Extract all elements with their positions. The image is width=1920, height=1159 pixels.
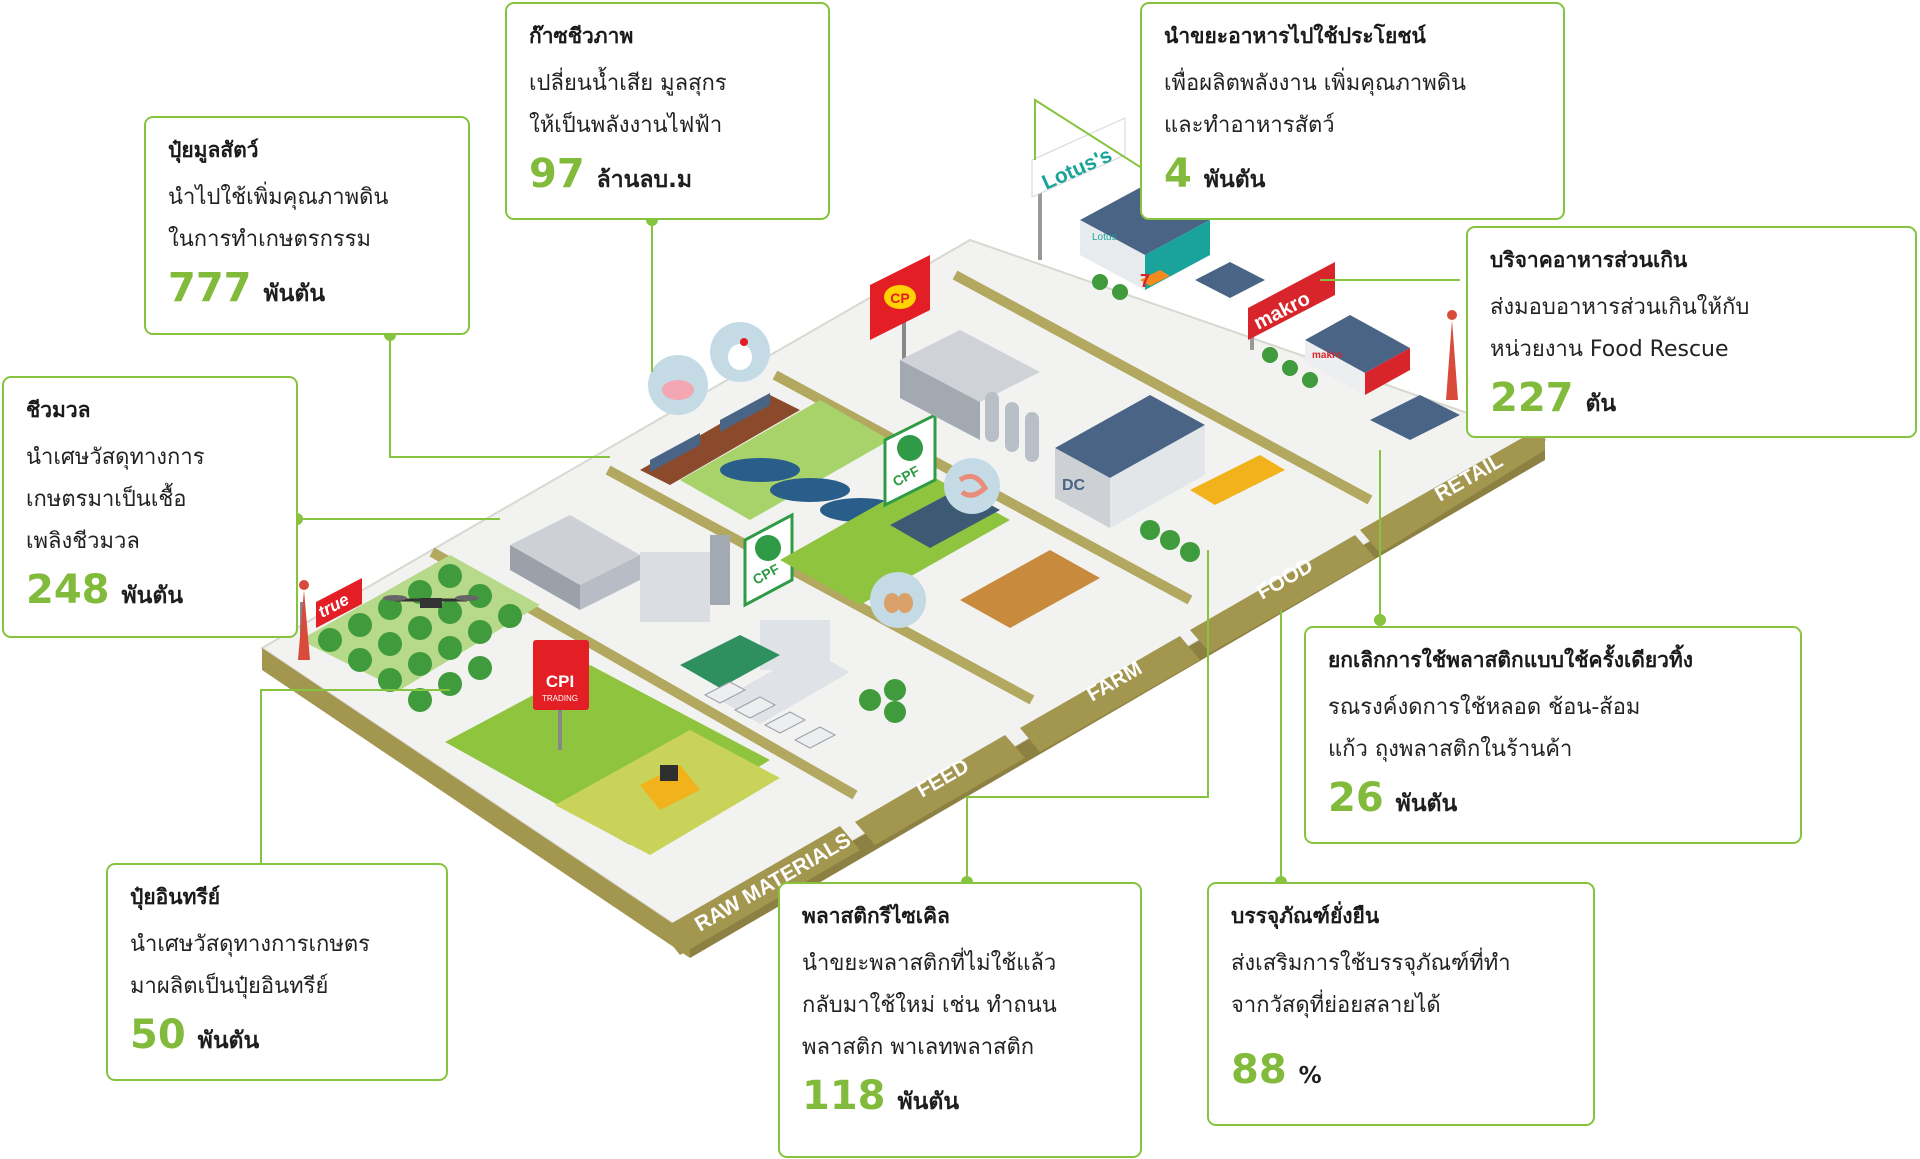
biogas-card: ก๊าซชีวภาพ เปลี่ยนน้ำเสีย มูลสุกร ให้เป็… (505, 2, 830, 220)
card-title: บริจาคอาหารส่วนเกิน (1490, 248, 1688, 272)
chicken-icon (710, 322, 770, 382)
stat-unit: ล้านลบ.ม (596, 167, 692, 193)
distribution-center: DC (1055, 395, 1285, 528)
stat-value: 248 (26, 567, 110, 613)
card-description: ส่งเสริมการใช้บรรจุภัณฑ์ที่ทำ จากวัสดุที… (1231, 951, 1511, 1018)
stat-value: 227 (1490, 375, 1574, 421)
card-title: นำขยะอาหารไปใช้ประโยชน์ (1164, 24, 1426, 48)
single-use-plastic-card: ยกเลิกการใช้พลาสติกแบบใช้ครั้งเดียวทิ้ง … (1304, 626, 1802, 844)
cp-billboard: CP (870, 255, 930, 360)
card-title: พลาสติกรีไซเคิล (802, 904, 950, 928)
svg-text:CP: CP (890, 290, 909, 306)
stat-unit: พันตัน (263, 281, 326, 307)
sustainable-packaging-card: บรรจุภัณฑ์ยั่งยืน ส่งเสริมการใช้บรรจุภัณ… (1207, 882, 1595, 1126)
shrimp-icon (944, 458, 1000, 514)
stat-unit: พันตัน (897, 1089, 960, 1115)
svg-text:DC: DC (1062, 477, 1086, 494)
stat-value: 97 (529, 151, 585, 197)
card-description: ส่งมอบอาหารส่วนเกินให้กับ หน่วยงาน Food … (1490, 295, 1750, 362)
card-title: บรรจุภัณฑ์ยั่งยืน (1231, 904, 1380, 928)
harvester-icon (640, 765, 700, 810)
card-title: ชีวมวล (26, 398, 91, 422)
cpi-billboard: CPI TRADING (533, 640, 589, 750)
cpf-billboard: CPF (743, 512, 794, 608)
stat-value: 88 (1231, 1047, 1287, 1093)
card-description: เปลี่ยนน้ำเสีย มูลสุกร ให้เป็นพลังงานไฟฟ… (529, 71, 727, 138)
stat-unit: พันตัน (121, 583, 184, 609)
card-description: นำเศษวัสดุทางการเกษตร มาผลิตเป็นปุ๋ยอินท… (130, 932, 370, 999)
stat-unit: พันตัน (1395, 791, 1458, 817)
orchard-trees (318, 564, 522, 712)
card-description: รณรงค์งดการใช้หลอด ช้อน-ส้อม แก้ว ถุงพลา… (1328, 695, 1641, 762)
card-title: ปุ๋ยอินทรีย์ (130, 885, 221, 909)
stat-value: 118 (802, 1073, 886, 1119)
card-description: นำขยะพลาสติกที่ไม่ใช้แล้ว กลับมาใช้ใหม่ … (802, 951, 1057, 1060)
card-description: นำไปใช้เพิ่มคุณภาพดิน ในการทำเกษตรกรรม (168, 185, 389, 252)
connector-lines (260, 98, 1460, 882)
card-description: นำเศษวัสดุทางการ เกษตรมาเป็นเชื้อ เพลิงช… (26, 445, 205, 554)
stat-unit: พันตัน (1203, 167, 1266, 193)
food-waste-card: นำขยะอาหารไปใช้ประโยชน์ เพื่อผลิตพลังงาน… (1140, 2, 1565, 220)
surplus-food-card: บริจาคอาหารส่วนเกิน ส่งมอบอาหารส่วนเกินใ… (1466, 226, 1917, 438)
pig-icon (648, 355, 708, 415)
livestock-farm (640, 393, 1100, 628)
egg-icon (870, 572, 926, 628)
card-title: ก๊าซชีวภาพ (529, 24, 634, 48)
stat-unit: % (1298, 1063, 1322, 1089)
organic-fertilizer-card: ปุ๋ยอินทรีย์ นำเศษวัสดุทางการเกษตร มาผลิ… (106, 863, 448, 1081)
card-title: ปุ๋ยมูลสัตว์ (168, 138, 259, 162)
svg-text:makro: makro (1312, 350, 1342, 361)
drone-icon (383, 595, 479, 608)
card-title: ยกเลิกการใช้พลาสติกแบบใช้ครั้งเดียวทิ้ง (1328, 648, 1694, 672)
manure-fertilizer-card: ปุ๋ยมูลสัตว์ นำไปใช้เพิ่มคุณภาพดิน ในการ… (144, 116, 470, 335)
cell-tower-icon (1446, 310, 1458, 400)
card-description: เพื่อผลิตพลังงาน เพิ่มคุณภาพดิน และทำอาห… (1164, 71, 1467, 138)
stat-unit: ตัน (1585, 391, 1617, 417)
svg-text:CPI: CPI (546, 672, 574, 691)
cpf-billboard: CPF (883, 412, 937, 508)
stat-value: 26 (1328, 775, 1384, 821)
biomass-card: ชีวมวล นำเศษวัสดุทางการ เกษตรมาเป็นเชื้อ… (2, 376, 298, 638)
plastic-recycle-card: พลาสติกรีไซเคิล นำขยะพลาสติกที่ไม่ใช้แล้… (778, 882, 1142, 1158)
trees (859, 274, 1318, 723)
stat-unit: พันตัน (197, 1028, 260, 1054)
food-factory (900, 330, 1040, 462)
stat-value: 777 (168, 265, 252, 311)
stat-value: 50 (130, 1012, 186, 1058)
svg-text:Lotus: Lotus (1092, 232, 1116, 243)
svg-text:7: 7 (1140, 271, 1150, 291)
cell-tower-icon (298, 580, 310, 660)
svg-text:TRADING: TRADING (542, 694, 578, 703)
stat-value: 4 (1164, 151, 1192, 197)
truck-fleet (703, 681, 837, 749)
